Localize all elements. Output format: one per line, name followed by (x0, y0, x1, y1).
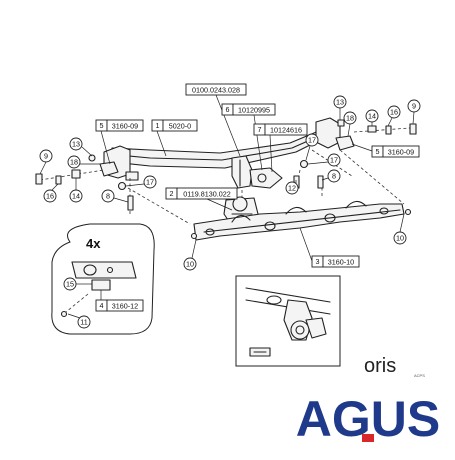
callout-5-right-code: 3160-09 (388, 148, 414, 157)
marker-12-text: 12 (288, 184, 296, 193)
marker-13-left-text: 13 (72, 140, 80, 149)
callout-top-code: 0100.0243.028 (185, 83, 247, 157)
marker-16-left: 16 (43, 183, 59, 203)
marker-18-right: 18 (343, 111, 357, 137)
callout-3-num: 3 (316, 257, 320, 266)
crossbar-part-1 (103, 117, 341, 179)
marker-17-right: 17 (307, 153, 341, 167)
callout-6-num: 6 (226, 105, 230, 114)
marker-14-right: 14 (365, 109, 379, 126)
marker-11-text: 11 (80, 318, 87, 327)
marker-10-right: 10 (393, 213, 407, 245)
callout-4-num: 4 (100, 301, 104, 310)
oris-logo-sub: ACPS (414, 373, 425, 378)
marker-10-left-text: 10 (186, 260, 194, 269)
marker-17-left: 17 (125, 175, 157, 189)
marker-16-right-text: 16 (390, 108, 398, 117)
marker-9-right-text: 9 (412, 102, 416, 111)
callout-2-code: 0119.8130.022 (183, 190, 230, 199)
callout-2-num: 2 (170, 189, 174, 198)
callout-5-right-num: 5 (376, 147, 380, 156)
agus-logo-accent (362, 434, 374, 442)
callout-5-right: 5 3160-09 (351, 143, 420, 158)
marker-13-left: 13 (69, 137, 93, 157)
callout-4-code: 3160-12 (112, 302, 138, 311)
inset-multiplier: 4x (86, 236, 101, 251)
marker-8-left: 8 (101, 189, 129, 203)
marker-8-right-text: 8 (332, 172, 336, 181)
callout-2: 2 0119.8130.022 (165, 187, 238, 211)
oris-logo: oris ACPS (364, 355, 425, 378)
marker-9-left: 9 (39, 149, 53, 175)
marker-17-left-text: 17 (146, 178, 154, 187)
marker-14-left-text: 14 (72, 192, 80, 201)
marker-13-right-text: 13 (336, 98, 344, 107)
agus-logo: AGUS (296, 391, 440, 447)
callout-1: 1 5020-0 (151, 119, 198, 157)
marker-14-right-text: 14 (368, 112, 376, 121)
marker-16-left-text: 16 (46, 192, 54, 201)
hardware-bolts (35, 119, 417, 240)
marker-17-mid: 17 (305, 133, 319, 161)
marker-16-right: 16 (387, 105, 401, 127)
marker-18-right-text: 18 (346, 114, 354, 123)
ball-mount-assembly (231, 155, 283, 189)
callout-1-num: 1 (156, 121, 160, 130)
callout-3: 3 3160-10 (299, 227, 360, 268)
marker-15-text: 15 (66, 280, 74, 289)
marker-18-left-text: 18 (70, 158, 78, 167)
oris-logo-text: oris (364, 355, 396, 377)
callout-1-code: 5020-0 (169, 122, 191, 131)
marker-10-right-text: 10 (396, 234, 404, 243)
callout-top-code-text: 0100.0243.028 (192, 86, 240, 95)
callout-3-code: 3160-10 (328, 258, 354, 267)
marker-18-left: 18 (67, 155, 100, 169)
marker-9-left-text: 9 (44, 152, 48, 161)
callout-6-code: 10120995 (238, 106, 270, 115)
socket-detail-inset (235, 275, 341, 367)
bracket-right-part-5 (335, 135, 355, 151)
marker-8-left-text: 8 (106, 192, 110, 201)
callout-5-left-code: 3160-09 (112, 122, 138, 131)
callout-7: 7 10124616 (253, 123, 308, 173)
inset-detail-4x: 4x 15 11 4 3160-12 (51, 223, 155, 335)
marker-14-left: 14 (69, 178, 83, 203)
bracket-left-part-5 (99, 161, 139, 181)
marker-13-right: 13 (333, 95, 347, 120)
marker-8-right: 8 (321, 169, 341, 183)
marker-17-mid-text: 17 (308, 136, 316, 145)
marker-10-left: 10 (183, 239, 197, 271)
marker-12: 12 (285, 180, 299, 195)
callout-7-code: 10124616 (270, 126, 302, 135)
callout-5-left: 5 3160-09 (95, 119, 144, 165)
callout-5-left-num: 5 (100, 121, 104, 130)
marker-9-right: 9 (407, 99, 421, 125)
marker-17-right-text: 17 (330, 156, 338, 165)
callout-7-num: 7 (258, 125, 262, 134)
